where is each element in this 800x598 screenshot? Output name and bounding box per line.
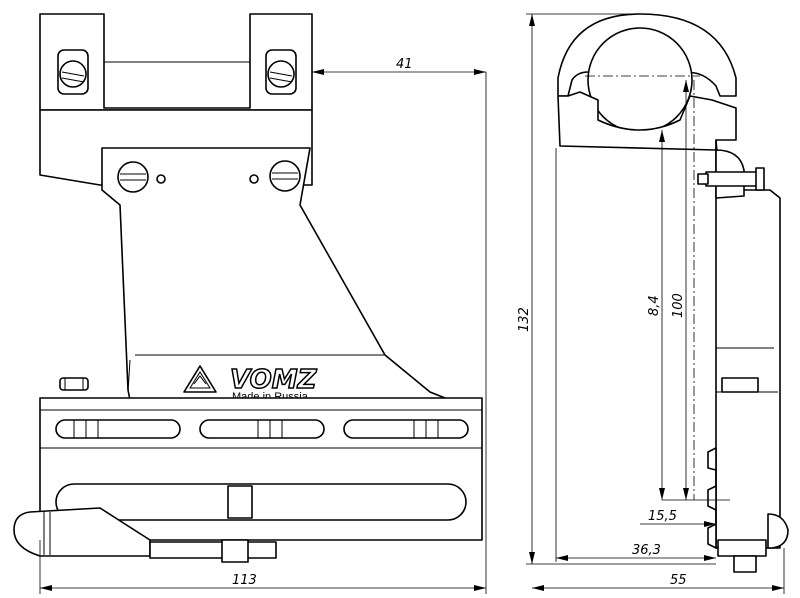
side-lever-screw [733,555,757,573]
dim-132: 132 [517,307,532,332]
dim-113: 113 [232,573,257,588]
side-notch [707,447,717,549]
lever-pivot [149,541,277,559]
side-screw-head [755,167,765,191]
lever-slot [55,483,467,521]
rail-slot-2 [199,419,325,439]
vomz-logo: VOMZ Made in Russia [183,364,318,403]
front-view: VOMZ Made in Russia [13,13,483,563]
side-screw-icon [705,171,759,187]
pivot-screw [221,539,249,563]
brand-text: VOMZ [230,365,318,395]
side-dimensions: 132 8,4 100 15,5 36,3 55 [517,13,785,594]
body-screw-left-icon [117,161,149,193]
front-dimensions: 41 113 [39,57,487,594]
dim-41: 41 [396,57,413,72]
side-lock-screw [721,377,759,393]
dim-8-4: 8,4 [647,295,662,316]
pin-hole-right [249,174,259,184]
dim-100: 100 [671,293,686,318]
side-screw-nut [697,173,709,185]
rail-slot-1 [55,419,181,439]
lock-screw-icon [59,377,89,391]
pin-hole-left [156,174,166,184]
side-view [557,13,789,573]
side-lever [717,539,767,557]
body-screw-right-icon [269,160,301,192]
rail-slot-3 [343,419,469,439]
side-column [715,139,781,549]
dim-36-3: 36,3 [632,543,661,558]
dim-55: 55 [670,573,687,588]
tube-bore [587,27,693,133]
latch-block [227,485,253,519]
side-clamp-block [557,91,737,151]
side-knob-icon [767,513,789,549]
dim-15-5: 15,5 [648,509,677,524]
